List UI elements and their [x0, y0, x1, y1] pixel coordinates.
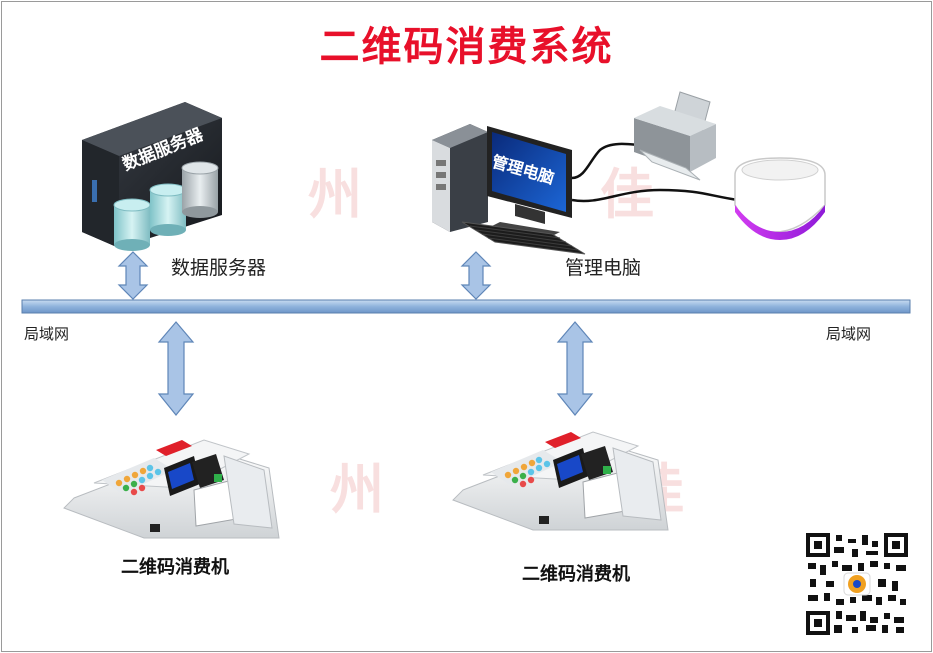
printer-icon — [634, 91, 716, 181]
pc-label: 管理电脑 — [565, 257, 642, 279]
qr-scanner-icon — [734, 157, 826, 240]
qr-terminal-1-icon — [63, 439, 280, 539]
keypad-icon — [491, 450, 563, 488]
keyboard-icon — [461, 221, 586, 255]
qr-terminal-2-icon — [452, 431, 669, 531]
terminal-1-label: 二维码消费机 — [121, 557, 229, 578]
pc-link-arrow — [460, 251, 492, 300]
pc-tower-icon — [432, 124, 488, 232]
lan-label-right: 局域网 — [826, 325, 872, 343]
server-label: 数据服务器 — [171, 257, 267, 279]
watermark-char: 州 — [308, 162, 362, 226]
terminal-2-link-arrow — [556, 321, 594, 416]
server-icon — [82, 102, 222, 251]
qr-code-icon — [806, 533, 908, 635]
lan-bus — [21, 299, 911, 314]
keypad-icon — [102, 458, 174, 496]
terminal-1-link-arrow — [157, 321, 195, 416]
lan-label-left: 局域网 — [24, 325, 70, 343]
database-cylinders-icon — [113, 161, 219, 251]
terminal-2-label: 二维码消费机 — [522, 564, 630, 585]
diagram-title: 二维码消费系统 — [319, 23, 614, 70]
server-link-arrow — [117, 251, 149, 300]
watermark-char: 州 — [330, 457, 384, 521]
